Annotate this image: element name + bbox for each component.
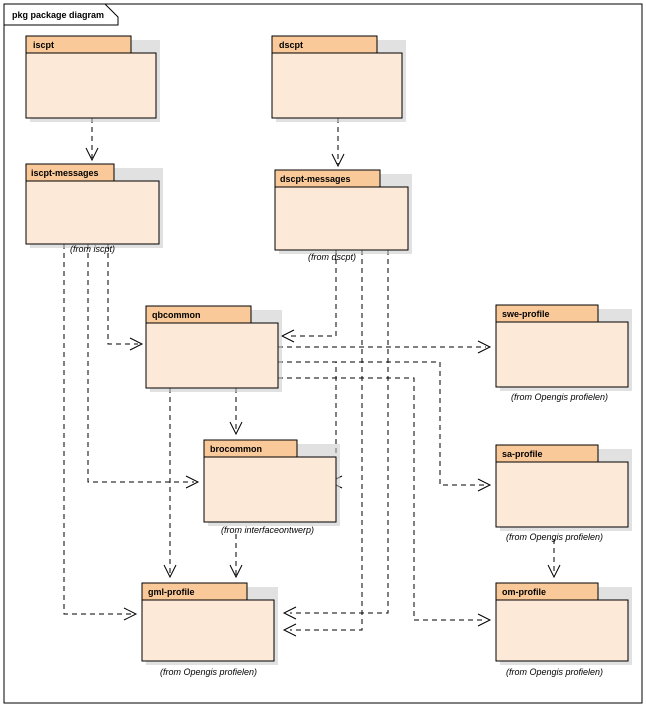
package-sa-profile[interactable]: sa-profile (from Opengis profielen) [495,444,632,542]
dep-dscpt-messages-to-gml-b [282,250,389,620]
frame-label: pkg package diagram [12,10,104,20]
package-gml-profile-from: (from Opengis profielen) [160,667,257,677]
dep-qbcommon-to-swe [278,340,492,354]
package-iscpt-messages-from: (from iscpt) [70,244,115,254]
dep-qbcommon-to-gml [163,388,177,579]
dep-iscpt-messages-to-qbcommon [107,244,144,351]
dep-iscpt-to-iscpt-messages [85,118,99,162]
package-swe-profile-from: (from Opengis profielen) [511,392,608,402]
package-swe-profile[interactable]: swe-profile (from Opengis profielen) [495,304,632,402]
dep-iscpt-messages-to-gml [63,244,138,621]
package-iscpt[interactable]: iscpt [25,35,160,122]
dep-dscpt-to-dscpt-messages [331,118,345,168]
package-iscpt-messages-label: iscpt-messages [31,168,99,178]
package-iscpt-messages[interactable]: iscpt-messages (from iscpt) [25,163,163,254]
dep-dscpt-messages-to-gml-a [282,250,363,637]
package-iscpt-label: iscpt [33,40,54,50]
dependency-edges [63,118,561,637]
package-brocommon-label: brocommon [210,444,262,454]
package-dscpt[interactable]: dscpt [271,35,406,122]
dep-brocommon-to-gml [229,534,243,579]
package-qbcommon[interactable]: qbcommon [145,305,282,392]
package-swe-profile-label: swe-profile [502,309,550,319]
dep-qbcommon-to-sa [278,361,492,492]
package-brocommon-from: (from interfaceontwerp) [221,525,314,535]
dep-iscpt-messages-to-brocommon [87,244,200,489]
package-sa-profile-label: sa-profile [502,449,543,459]
package-om-profile-label: om-profile [502,587,546,597]
package-qbcommon-label: qbcommon [152,310,201,320]
package-om-profile[interactable]: om-profile (from Opengis profielen) [495,582,632,677]
package-gml-profile[interactable]: gml-profile (from Opengis profielen) [141,582,278,677]
package-dscpt-messages-label: dscpt-messages [280,174,351,184]
package-gml-profile-label: gml-profile [148,587,195,597]
dep-qbcommon-to-om [278,377,492,627]
package-brocommon[interactable]: brocommon (from interfaceontwerp) [203,439,340,535]
dep-qbcommon-to-brocommon [229,388,243,436]
dep-sa-to-om [547,539,561,579]
package-dscpt-messages[interactable]: dscpt-messages (from dscpt) [274,169,412,262]
package-dscpt-label: dscpt [279,40,303,50]
package-om-profile-from: (from Opengis profielen) [506,667,603,677]
package-dscpt-messages-from: (from dscpt) [308,252,356,262]
package-sa-profile-from: (from Opengis profielen) [506,532,603,542]
